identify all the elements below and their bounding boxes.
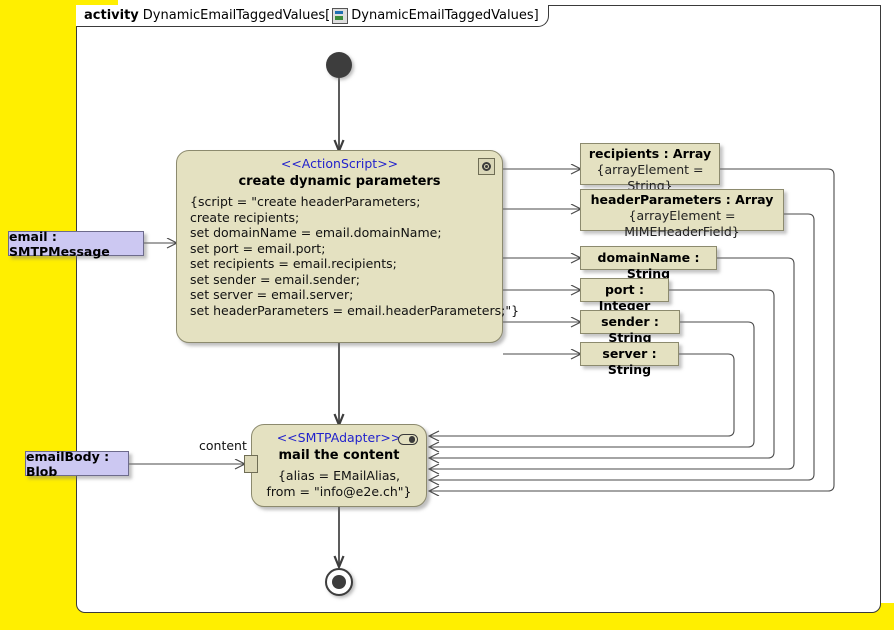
object-node-name: headerParameters : Array [590,192,774,207]
frame-keyword: activity [84,8,139,23]
object-node-name: domainName : String [597,250,700,281]
action-script-body: {script = "create headerParameters; crea… [190,194,520,318]
adapter-name: mail the content [278,448,400,463]
input-pin-content[interactable] [244,455,258,473]
activity-parameter-email[interactable]: email : SMTPMessage [8,229,144,259]
adapter-stereotype: <<SMTPAdapter>> [276,430,402,445]
activity-diagram-icon [332,7,349,24]
action-name: create dynamic parameters [238,174,441,189]
frame-bracket-open: [ [325,8,331,23]
edge-label-content: content [199,438,247,453]
object-node-name: server : String [602,346,657,377]
object-node-name: sender : String [601,314,659,345]
object-node-headerparameters[interactable]: headerParameters : Array {arrayElement =… [580,189,784,239]
object-node-port[interactable]: port : Integer [580,278,669,313]
frame-name: DynamicEmailTaggedValues [142,8,326,23]
action-stereotype: <<ActionScript>> [280,156,399,171]
frame-title: activity DynamicEmailTaggedValues [ Dyna… [76,5,549,27]
frame-bracket-close: ] [533,8,539,23]
object-node-sender[interactable]: sender : String [580,310,680,345]
adapter-icon[interactable] [398,434,418,445]
object-node-name: port : Integer [598,282,651,313]
adapter-body: {alias = EMailAlias, from = "info@e2e.ch… [266,468,412,499]
activity-final-node[interactable] [325,568,353,596]
object-node-domainname[interactable]: domainName : String [580,246,717,281]
initial-node[interactable] [326,52,352,78]
action-mail-the-content[interactable]: <<SMTPAdapter>> mail the content {alias … [251,424,427,507]
object-node-tag: {arrayElement = MIMEHeaderField} [624,208,740,239]
object-node-server[interactable]: server : String [580,342,679,377]
action-create-dynamic-parameters[interactable]: <<ActionScript>> create dynamic paramete… [176,150,520,343]
object-node-recipients[interactable]: recipients : Array {arrayElement = Strin… [580,143,720,193]
script-icon[interactable] [478,158,495,175]
object-node-name: recipients : Array [588,146,712,161]
activity-parameter-emailbody[interactable]: emailBody : Blob [25,449,129,479]
frame-diagram-name: DynamicEmailTaggedValues [351,8,534,23]
